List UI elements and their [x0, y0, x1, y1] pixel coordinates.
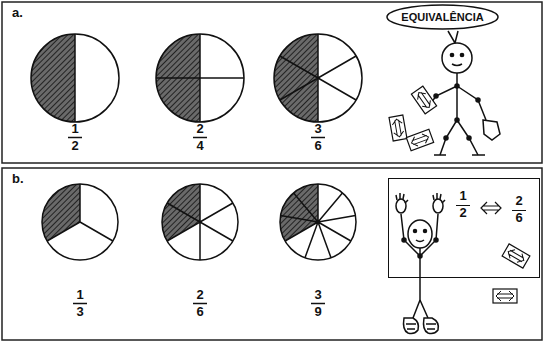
equivalence-card	[411, 86, 436, 114]
fraction-digit: 9	[314, 305, 321, 319]
cartoon-figure	[426, 31, 500, 155]
fraction-circle	[31, 34, 119, 122]
speech-bubble: EQUIVALÊNCIA	[386, 4, 499, 30]
panel-letter: b.	[12, 172, 24, 186]
equivalence-card	[493, 289, 517, 303]
equivalence-card	[502, 244, 530, 268]
panel-frame	[2, 2, 542, 163]
fraction-digit: 4	[196, 139, 203, 153]
fraction-circle	[156, 34, 244, 122]
equivalence-arrow	[481, 202, 501, 214]
fraction-circle	[42, 184, 118, 260]
fraction-digit: 2	[196, 122, 203, 136]
fraction-digit: 6	[314, 139, 321, 153]
fraction-circle	[162, 184, 238, 260]
fraction-digit: 1	[71, 122, 78, 136]
fraction-digit: 2	[196, 288, 203, 302]
equivalence-card	[406, 129, 433, 150]
fraction-circle	[274, 34, 362, 122]
fraction-digit: 2	[71, 139, 78, 153]
fraction-digit: 3	[314, 288, 321, 302]
panel-frame	[2, 168, 542, 340]
panel-letter: a.	[12, 6, 23, 20]
fraction-circle	[280, 184, 356, 260]
bubble-text: EQUIVALÊNCIA	[401, 10, 483, 24]
fraction-digit: 1	[459, 189, 466, 203]
equivalence-card	[389, 115, 407, 141]
bubble-ellipse	[387, 5, 498, 29]
fraction-digit: 2	[515, 194, 522, 208]
fraction-digit: 3	[76, 305, 83, 319]
board: 1 2 2 6	[388, 178, 540, 278]
fraction-digit: 3	[314, 122, 321, 136]
cartoon-figure	[396, 193, 445, 334]
fraction-digit: 1	[76, 288, 83, 302]
fraction-digit: 6	[196, 305, 203, 319]
fraction-digit: 2	[459, 206, 466, 220]
fraction-digit: 6	[515, 211, 522, 225]
